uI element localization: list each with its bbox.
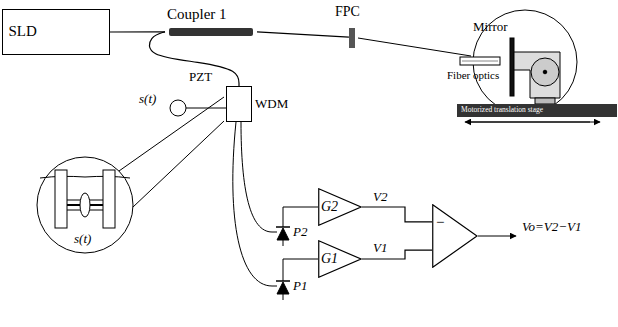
pzt-disc [80, 193, 90, 217]
photodiode [272, 207, 318, 246]
part-label: PZT [188, 70, 213, 84]
travel-arrow [465, 122, 590, 123]
fiber-or-wire [362, 207, 432, 222]
output-label: Vo=V2−V1 [521, 220, 582, 234]
mirror [510, 38, 514, 96]
node-text: Coupler 1 [167, 6, 227, 23]
node-text: G2 [321, 199, 338, 214]
amplifier: G2 [318, 188, 362, 226]
leader-line [358, 38, 471, 56]
fiber-coupler: Coupler 1 [165, 6, 257, 40]
signal-label: V1 [372, 241, 388, 255]
photodiode [272, 259, 318, 300]
light-source-box: SLD [2, 9, 110, 55]
inset-circle [37, 157, 133, 253]
amplifier: G1 [318, 240, 362, 278]
signal-source [170, 100, 186, 116]
fiber-core [462, 61, 498, 62]
mirror-mount [514, 52, 560, 98]
drive-wire [186, 108, 226, 109]
pzt-inset [37, 97, 224, 253]
part-label: Mirror [472, 20, 509, 34]
part-label: P1 [292, 279, 308, 293]
node-text: G1 [321, 251, 338, 266]
wdm-box: WDM [226, 86, 252, 122]
node-text: − [436, 214, 444, 231]
node-text: Motorized translation stage [461, 106, 543, 114]
fiber-ferrule [460, 57, 500, 65]
fiber-or-wire [257, 32, 349, 37]
part-label: Fiber optics [446, 69, 500, 81]
fiber [40, 176, 130, 178]
fiber-or-wire [149, 32, 239, 86]
leader-line [133, 121, 224, 207]
part-label: s(t) [138, 92, 157, 106]
triangle-outline [433, 205, 477, 268]
node-text: FPC [335, 4, 360, 19]
part-label: s(t) [73, 232, 92, 246]
fiber [241, 122, 272, 232]
triangle-outline [319, 241, 361, 278]
rotation-mount [531, 58, 559, 86]
part-label: P2 [292, 225, 308, 239]
fiber-or-wire [110, 31, 165, 32]
output-arrow [478, 236, 516, 237]
coupler-body [169, 28, 253, 36]
mount-block [103, 170, 115, 228]
translation-stage: Motorized translation stage [457, 104, 617, 117]
fiber [233, 122, 272, 286]
pivot [543, 70, 547, 74]
node-text: SLD [9, 23, 37, 40]
subtractor: − [432, 204, 478, 268]
node-text: WDM [255, 97, 288, 111]
fpc-body [349, 28, 355, 48]
polarization-controller: FPC [335, 4, 369, 50]
triangle-outline [432, 204, 478, 268]
mount-block [55, 170, 67, 228]
triangle-outline [319, 189, 361, 226]
signal-label: V2 [372, 190, 388, 204]
